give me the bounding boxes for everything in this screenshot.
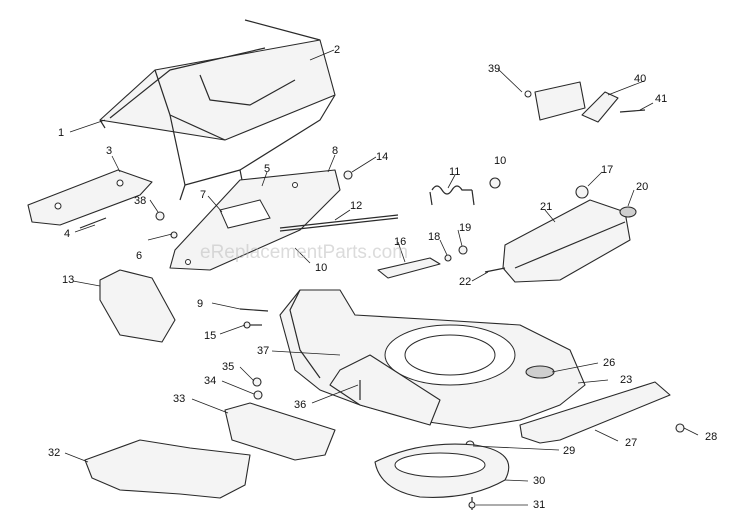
callout-26: 26 xyxy=(603,357,615,369)
part-20-cap xyxy=(619,206,637,218)
callout-11: 11 xyxy=(449,166,460,178)
callout-18: 18 xyxy=(428,231,440,243)
callout-2: 2 xyxy=(334,44,340,56)
callout-9: 9 xyxy=(197,298,203,310)
part-31-screw xyxy=(468,497,476,510)
part-17-bushing xyxy=(575,185,589,199)
part-32-deflector xyxy=(84,439,251,499)
part-10-nut xyxy=(489,177,501,189)
callout-41: 41 xyxy=(655,93,667,105)
callout-40: 40 xyxy=(634,73,646,85)
callout-36: 36 xyxy=(294,399,306,411)
part-14-nut xyxy=(343,170,353,180)
callout-28: 28 xyxy=(705,431,717,443)
callout-17: 17 xyxy=(601,164,613,176)
part-16-latch xyxy=(377,257,441,279)
part-12-rod xyxy=(279,214,399,232)
callout-4: 4 xyxy=(64,228,70,240)
callout-29: 29 xyxy=(563,445,575,457)
callout-37: 37 xyxy=(257,345,269,357)
callout-39: 39 xyxy=(488,63,500,75)
callout-13: 13 xyxy=(62,274,74,286)
callout-38: 38 xyxy=(134,195,146,207)
callout-5: 5 xyxy=(264,163,270,175)
part-21-rear-guard xyxy=(502,199,631,283)
part-27-skirt xyxy=(519,381,671,444)
callout-34: 34 xyxy=(204,375,216,387)
callout-1: 1 xyxy=(58,127,64,139)
part-41-strap xyxy=(619,109,646,113)
callout-labels: 1 2 3 4 5 6 7 8 9 10 10 11 12 13 14 15 1… xyxy=(48,44,717,511)
callout-3: 3 xyxy=(106,145,112,157)
part-3-flap xyxy=(27,169,153,226)
callout-23: 23 xyxy=(620,374,632,386)
callout-6: 6 xyxy=(136,250,142,262)
callout-10-upper: 10 xyxy=(494,155,506,167)
part-28-nut xyxy=(675,423,685,433)
callout-15: 15 xyxy=(204,330,216,342)
part-38-knob xyxy=(155,211,165,221)
part-26-bracket xyxy=(525,365,555,379)
part-19-knob xyxy=(458,245,468,255)
part-35-nut xyxy=(252,377,262,387)
callout-10-lower: 10 xyxy=(315,262,327,274)
part-6-screw xyxy=(170,231,178,239)
callout-33: 33 xyxy=(173,393,185,405)
callout-19: 19 xyxy=(459,222,471,234)
part-34-washer xyxy=(253,390,263,400)
callout-14: 14 xyxy=(376,151,388,163)
callout-7: 7 xyxy=(200,189,206,201)
callout-8: 8 xyxy=(332,145,338,157)
callout-20: 20 xyxy=(636,181,648,193)
part-4-spring xyxy=(79,217,107,229)
watermark-text: eReplacementParts.com xyxy=(200,242,408,263)
callout-32: 32 xyxy=(48,447,60,459)
part-2-catcher-frame xyxy=(99,19,336,201)
callout-16: 16 xyxy=(394,236,406,248)
callout-30: 30 xyxy=(533,475,545,487)
callout-27: 27 xyxy=(625,437,637,449)
part-9-bolt xyxy=(239,308,269,312)
callout-21: 21 xyxy=(540,201,552,213)
part-30-bottom-cover xyxy=(374,443,510,498)
callout-35: 35 xyxy=(222,361,234,373)
callout-12: 12 xyxy=(350,200,362,212)
part-13-side-guard xyxy=(99,269,176,343)
part-39-battery xyxy=(524,81,586,121)
part-15-bolt xyxy=(243,321,262,329)
callout-22: 22 xyxy=(459,276,471,288)
part-37-door xyxy=(329,354,441,426)
part-11-spring xyxy=(429,185,475,206)
leader-lines xyxy=(64,49,699,506)
part-22-bolt xyxy=(484,267,506,273)
callout-31: 31 xyxy=(533,499,545,511)
part-18-bolt xyxy=(444,254,452,262)
part-8-rear-cover xyxy=(169,169,341,271)
part-33-bumper xyxy=(224,402,336,461)
part-40-bracket xyxy=(581,91,619,123)
